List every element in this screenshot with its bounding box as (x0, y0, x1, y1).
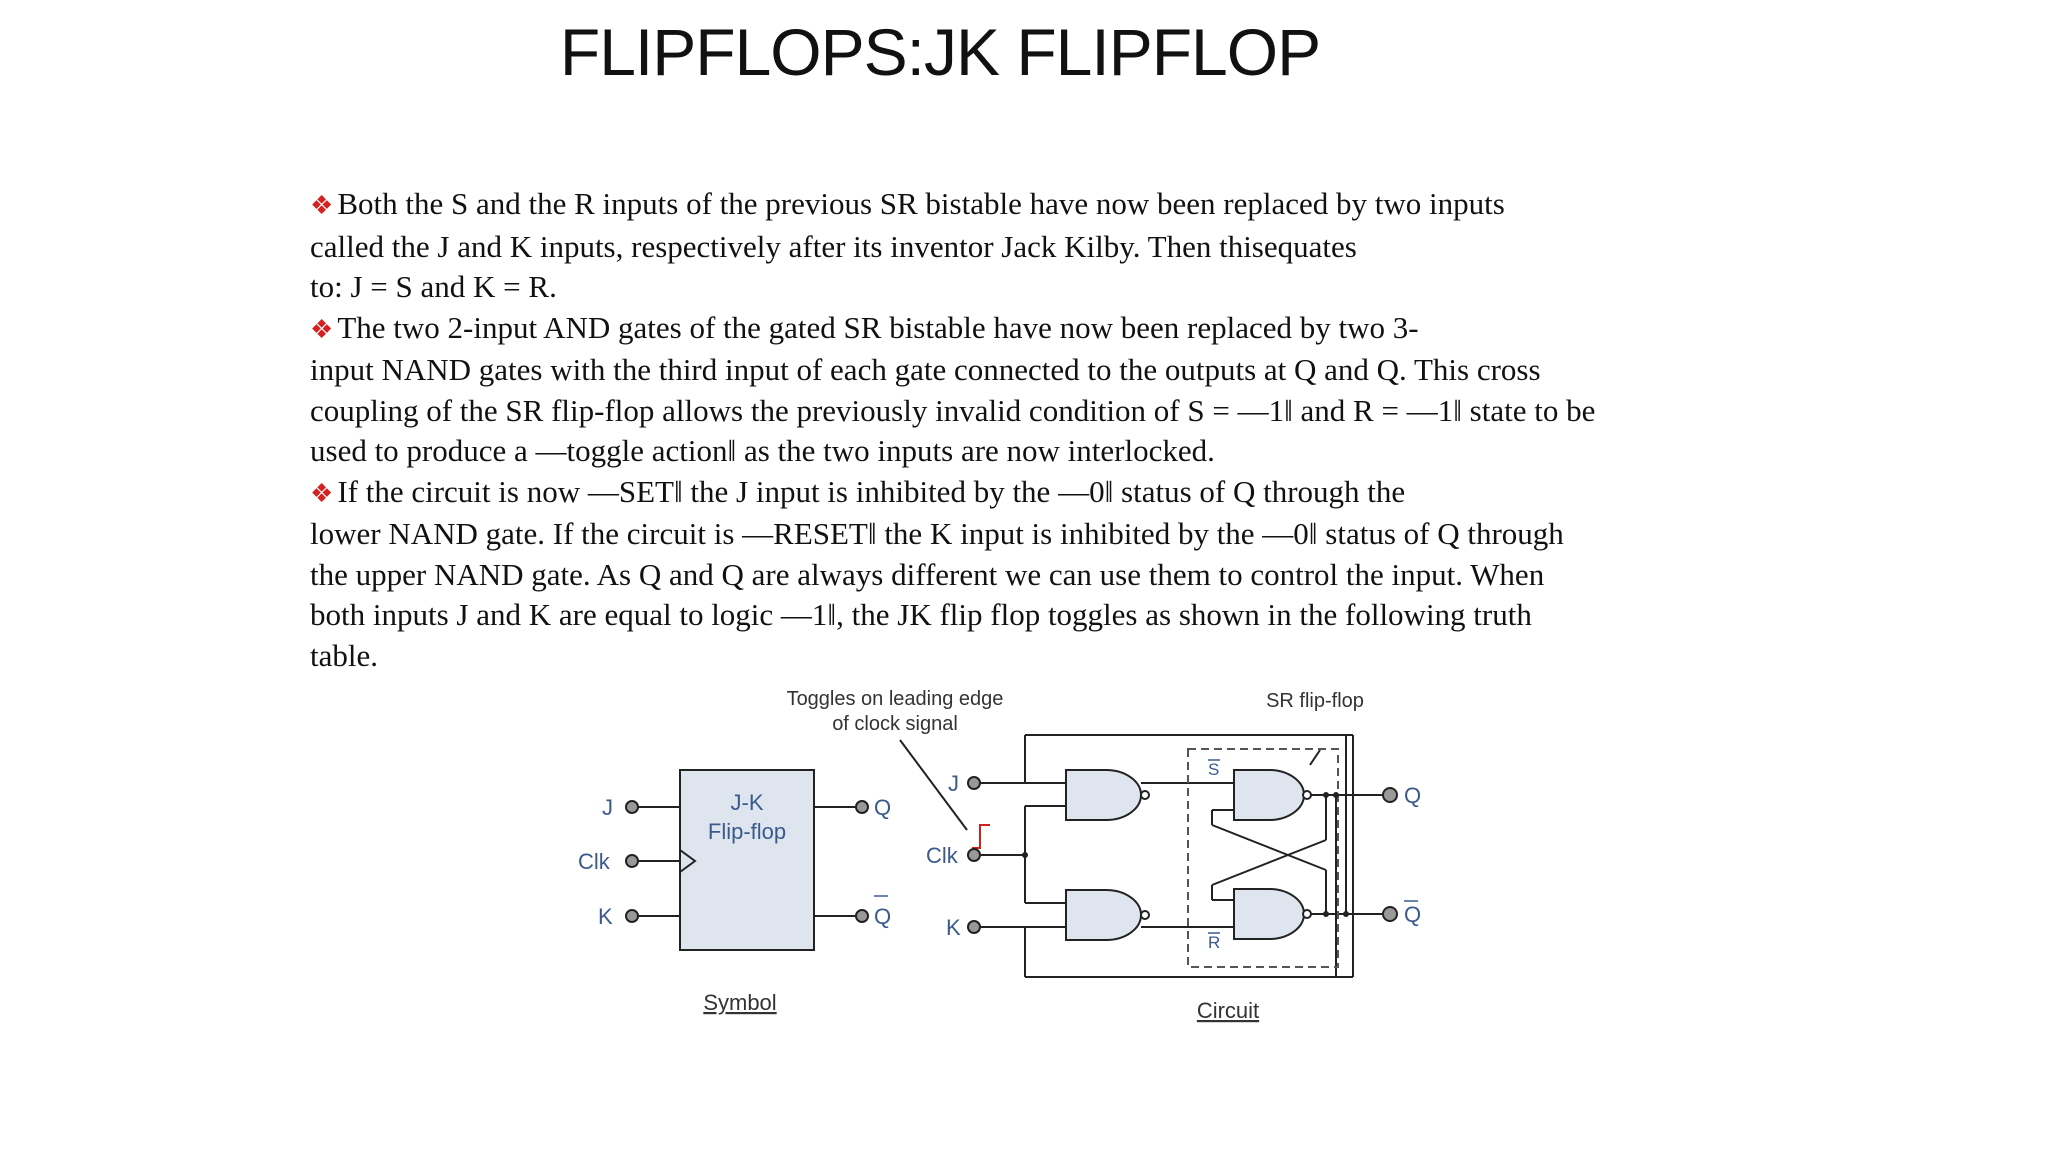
toggle-annotation-line1: Toggles on leading edge (787, 688, 1004, 710)
text-line: both inputs J and K are equal to logic ―… (310, 597, 1532, 632)
symbol-box-line1: J-K (731, 790, 764, 815)
r-bar-label: R (1208, 933, 1220, 952)
text-line: called the J and K inputs, respectively … (310, 228, 1357, 264)
nand-gate-upper (1065, 769, 1142, 821)
inverter-bubble-icon (1140, 910, 1150, 920)
symbol-input-k-label: K (598, 904, 613, 929)
sr-nand-gate-lower (1233, 888, 1305, 940)
inverter-bubble-icon (1302, 790, 1312, 800)
wires (632, 734, 1390, 978)
circuit-input-j-label: J (948, 771, 959, 796)
symbol-output-q-label: Q (874, 795, 891, 820)
sr-flipflop-annotation: SR flip-flop (1266, 690, 1364, 712)
text-line: lower NAND gate. If the circuit is ―RESE… (310, 516, 1564, 551)
text-line: the upper NAND gate. As Q and Q are alwa… (310, 556, 1545, 592)
symbol-output-qbar-label: Q (874, 904, 891, 929)
bullet-icon: ❖ (310, 191, 334, 220)
symbol-caption: Symbol (703, 990, 776, 1015)
body-paragraphs: ❖Both the S and the R inputs of the prev… (310, 184, 1730, 676)
overbars (874, 759, 1418, 934)
text-line: to: J = S and K = R. (310, 269, 557, 304)
terminal-dots (625, 776, 1398, 934)
symbol-input-j-label: J (602, 795, 613, 820)
circuit-input-k-label: K (946, 915, 961, 940)
junction-dots (1022, 792, 1349, 917)
text-line: used to produce a ―toggle action‖ as the… (310, 433, 1215, 468)
text-line: input NAND gates with the third input of… (310, 352, 1541, 387)
circuit-caption: Circuit (1197, 998, 1259, 1023)
text-line: ❖The two 2-input AND gates of the gated … (310, 309, 1419, 345)
jk-symbol-box (679, 769, 815, 951)
bullet-icon: ❖ (310, 314, 334, 344)
clock-triangle-icon (679, 849, 697, 873)
text-line: ❖Both the S and the R inputs of the prev… (310, 186, 1505, 221)
toggle-annotation-line2: of clock signal (832, 713, 958, 735)
sr-nand-gate-upper (1233, 769, 1305, 821)
symbol-input-clk-label: Clk (578, 849, 611, 874)
text-line: coupling of the SR flip-flop allows the … (310, 392, 1596, 428)
s-bar-label: S (1208, 760, 1219, 779)
nand-gate-lower (1065, 889, 1142, 941)
circuit-output-qbar-label: Q (1404, 902, 1421, 927)
text-line: table. (310, 637, 378, 673)
jk-flipflop-figure: J Clk K Q Q J-K Flip-flop J Clk K Q Q S … (578, 688, 1421, 1023)
text-line: ❖If the circuit is now ―SET‖ the J input… (310, 473, 1406, 509)
circuit-output-q-label: Q (1404, 783, 1421, 808)
inverter-bubble-icon (1302, 909, 1312, 919)
symbol-box-line2: Flip-flop (708, 819, 786, 844)
bullet-icon: ❖ (310, 478, 334, 508)
sr-flipflop-dashed-box (1187, 748, 1339, 968)
circuit-input-clk-label: Clk (926, 843, 959, 868)
inverter-bubble-icon (1140, 790, 1150, 800)
slide-title: FLIPFLOPS:JK FLIPFLOP (559, 15, 1321, 89)
